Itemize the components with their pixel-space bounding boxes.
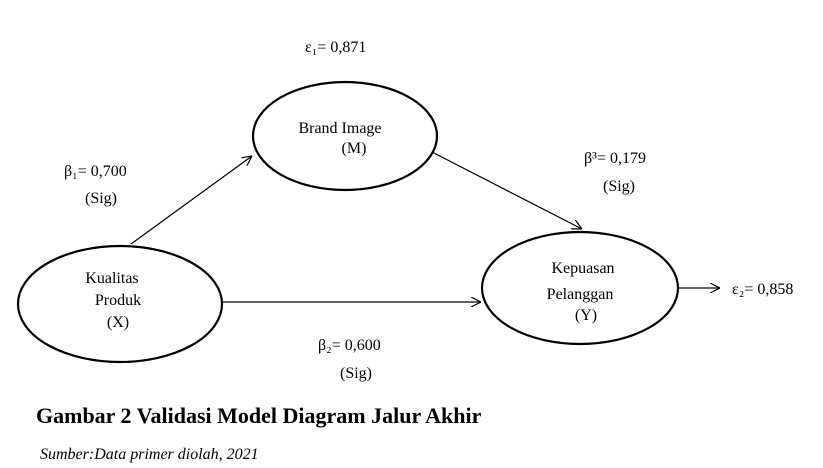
node-y-label-1: Kepuasan	[551, 260, 614, 277]
path-diagram: ε₁= 0,871 Brand Image (M) Kualitas Produ…	[16, 39, 793, 382]
error-e2: ε₂= 0,858	[732, 281, 793, 298]
coef-m-to-y: β³= 0,179	[584, 150, 646, 167]
sig-x-to-m: (Sig)	[85, 190, 117, 207]
node-y-ellipse	[480, 230, 680, 346]
node-x-label-1: Kualitas	[85, 270, 138, 287]
node-x-label-2: Produk	[95, 292, 141, 309]
arrow-m-to-y	[431, 151, 582, 229]
node-m-label-2: (M)	[342, 140, 367, 157]
coef-x-to-m: β₁= 0,700	[64, 163, 127, 180]
node-y-label-3: (Y)	[575, 307, 597, 324]
node-x-label-3: (X)	[107, 314, 129, 331]
node-m-label-1: Brand Image	[298, 120, 381, 137]
node-m-ellipse	[251, 80, 439, 192]
node-y-label-2: Pelanggan	[547, 286, 614, 303]
arrow-x-to-m	[130, 156, 252, 245]
node-x-ellipse	[16, 244, 224, 364]
figure-caption: Gambar 2 Validasi Model Diagram Jalur Ak…	[36, 403, 482, 428]
sig-m-to-y: (Sig)	[603, 178, 635, 195]
error-e1: ε₁= 0,871	[305, 39, 366, 56]
coef-x-to-y: β₂= 0,600	[318, 337, 381, 354]
figure-source: Sumber:Data primer diolah, 2021	[40, 446, 259, 463]
sig-x-to-y: (Sig)	[340, 365, 372, 382]
